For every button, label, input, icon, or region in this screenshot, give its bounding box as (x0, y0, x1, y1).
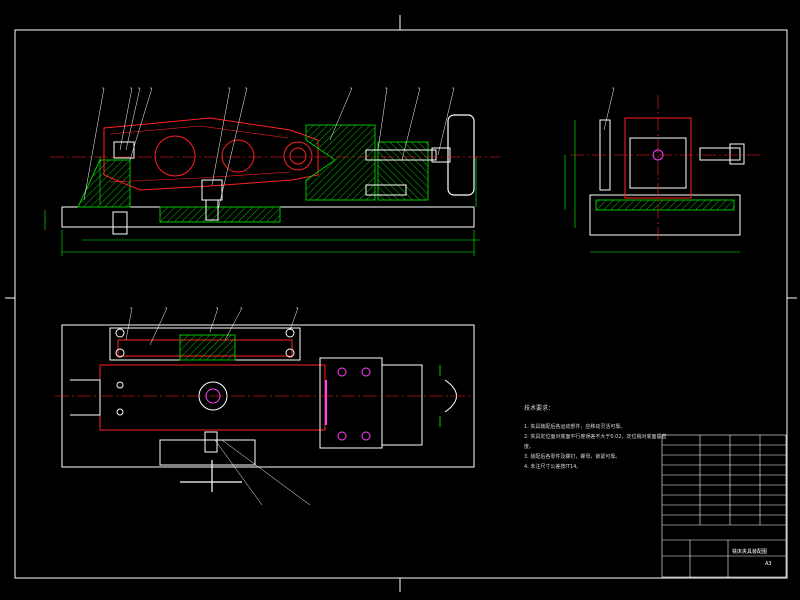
technical-requirements: 技术要求： 1. 夹具装配后各运动部件，应移动灵活可靠。 2. 夹具定位面对底面… (524, 404, 674, 472)
workpiece-outline (103, 117, 319, 191)
drawing-frame (5, 15, 797, 592)
clamp-nut (201, 179, 223, 201)
handwheel (447, 114, 475, 196)
base-bolt (112, 211, 128, 235)
top-handle (180, 460, 242, 492)
title-block (661, 434, 787, 578)
top-handle-bracket (159, 439, 256, 466)
sheet-size: A3 (765, 561, 772, 567)
technical-requirement-item: 4. 未注尺寸公差按IT14。 (524, 464, 582, 470)
top-view (55, 307, 475, 506)
side-screw (699, 147, 741, 161)
side-base (589, 194, 741, 236)
front-leaders (83, 87, 455, 211)
top-v-block (319, 357, 383, 449)
top-bolts (337, 367, 371, 441)
locating-pin (113, 141, 135, 159)
side-view (564, 87, 760, 253)
screw-bracket (377, 141, 429, 201)
base-section-hatch (159, 206, 281, 223)
technical-requirement-item: 3. 装配后各零件及螺钉，螺母，锁紧可靠。 (524, 454, 621, 460)
parts-list-rows (662, 444, 786, 516)
v-block-section (305, 124, 376, 201)
top-leaders (125, 307, 311, 506)
front-dimensions (44, 157, 480, 256)
drawing-title: 铣床夹具装配图 (732, 549, 768, 555)
technical-requirements-heading: 技术要求： (524, 405, 555, 412)
top-workpiece (99, 364, 326, 431)
technical-requirement-item: 1. 夹具装配后各运动部件，应移动灵活可靠。 (524, 424, 626, 430)
technical-requirement-item: 2. 夹具定位面对底面平行度误差不大于0.02，定位销对底面垂直度。 (524, 434, 667, 450)
front-view (44, 87, 500, 256)
